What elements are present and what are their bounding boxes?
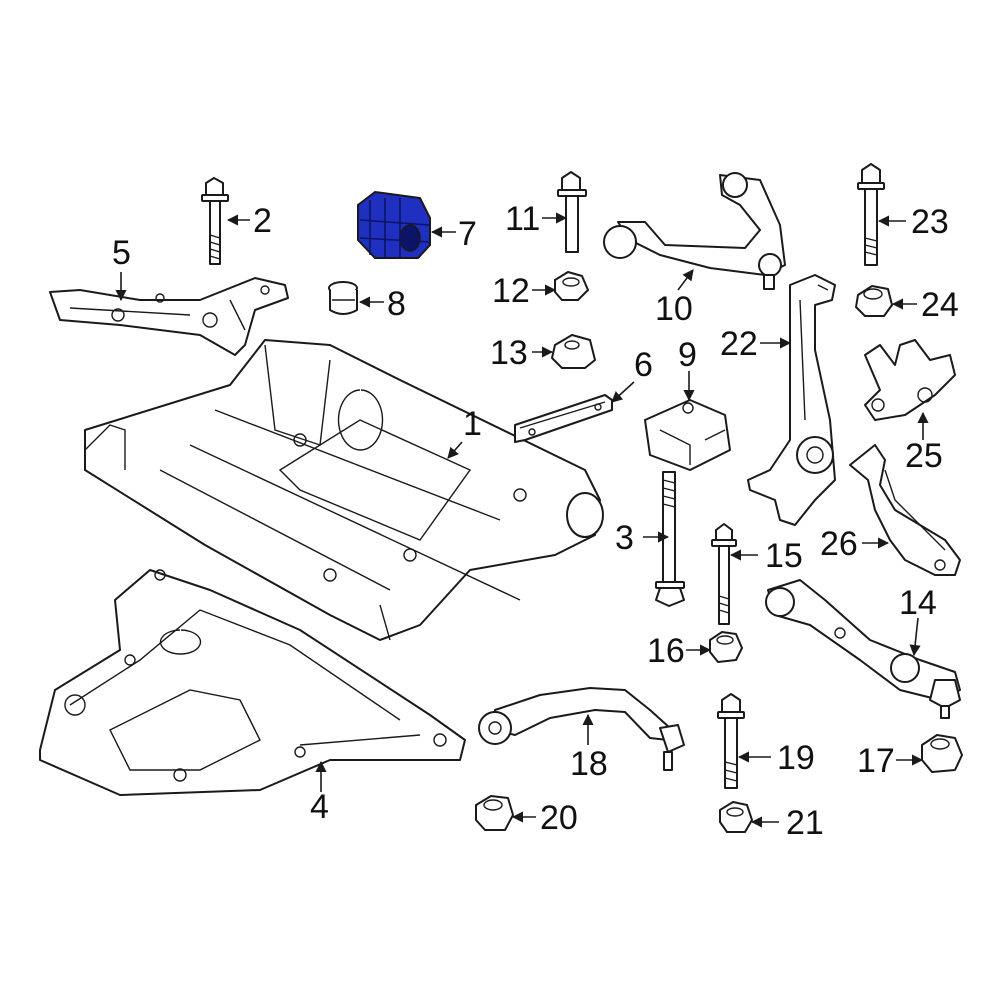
- callout-15: 15: [765, 537, 803, 575]
- bolt-part: [857, 163, 885, 266]
- callout-12: 12: [492, 272, 530, 310]
- callout-23: 23: [911, 203, 949, 241]
- callout-18: 18: [570, 745, 608, 783]
- long-bolt-part: [655, 471, 685, 607]
- callout-labels: 1 2 3 4 5 6 7 8 9 10 11 12 13 14 15 16 1…: [112, 200, 959, 842]
- lower-arm-part: [765, 579, 961, 719]
- callout-19: 19: [777, 739, 815, 777]
- callout-10: 10: [655, 290, 693, 328]
- lower-link-part: [478, 687, 685, 771]
- mount-bracket-part: [644, 399, 731, 471]
- callout-9: 9: [678, 336, 697, 374]
- callout-17: 17: [857, 742, 895, 780]
- nut-part: [855, 285, 893, 317]
- callout-25: 25: [905, 437, 943, 475]
- callout-24: 24: [921, 286, 959, 324]
- callout-7: 7: [458, 215, 477, 253]
- nut-part: [554, 271, 589, 301]
- callout-1: 1: [463, 405, 482, 443]
- leader-lines: [115, 212, 929, 828]
- bolt-part: [557, 171, 587, 253]
- brace-part: [49, 277, 289, 356]
- callout-16: 16: [647, 632, 685, 670]
- callout-4: 4: [310, 788, 329, 826]
- nut-part: [709, 631, 743, 663]
- bushing-part-highlighted: [357, 190, 431, 259]
- callout-5: 5: [112, 234, 131, 272]
- callout-22: 22: [720, 325, 758, 363]
- bolt-part: [201, 177, 229, 265]
- callout-6: 6: [634, 346, 653, 384]
- callout-20: 20: [540, 799, 578, 837]
- subframe-part: [84, 339, 604, 641]
- callout-14: 14: [899, 584, 937, 622]
- bracket-part: [514, 394, 613, 443]
- underbody-shield-part: [39, 569, 466, 796]
- heat-shield-part: [849, 444, 961, 576]
- steering-knuckle-part: [747, 274, 836, 526]
- upper-control-arm-part: [603, 172, 786, 290]
- bolt-part: [717, 693, 745, 789]
- callout-26: 26: [820, 525, 858, 563]
- callout-8: 8: [387, 285, 406, 323]
- bolt-part: [711, 523, 737, 625]
- nut-part: [921, 734, 963, 773]
- knuckle-bracket-part: [864, 339, 956, 421]
- nut-part: [551, 334, 596, 369]
- nut-part: [719, 801, 753, 833]
- mount-part: [328, 281, 358, 315]
- callout-13: 13: [490, 334, 528, 372]
- nut-part: [475, 795, 514, 831]
- callout-21: 21: [786, 804, 824, 842]
- callout-11: 11: [505, 200, 540, 238]
- callout-3: 3: [615, 519, 634, 557]
- callout-2: 2: [253, 202, 272, 240]
